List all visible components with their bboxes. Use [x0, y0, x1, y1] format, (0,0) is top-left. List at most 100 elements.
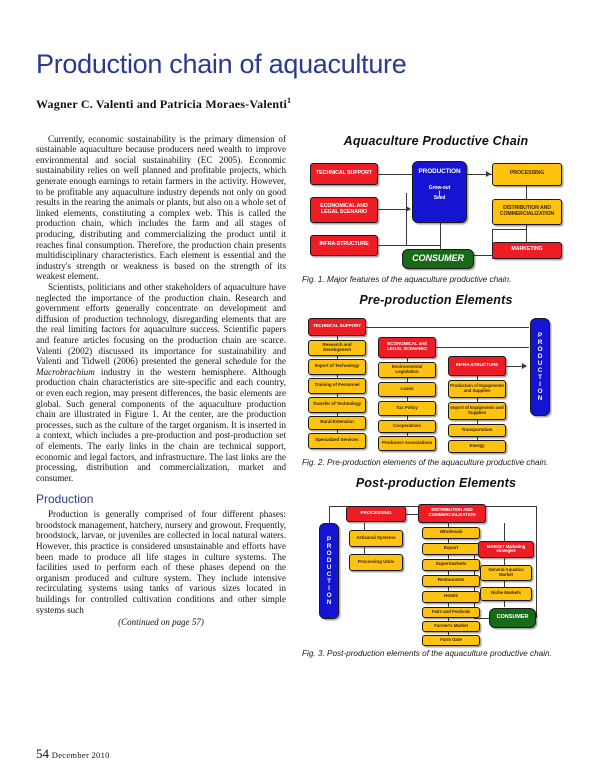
node-infrastructure[interactable]: INFRA-STRUCTURE	[310, 234, 378, 256]
footer-issue-date: December 2010	[51, 750, 110, 760]
arrowhead-col3-production	[522, 362, 527, 369]
node-production-bar-3[interactable]: PRODUCTION	[319, 522, 339, 619]
node-rural-extension[interactable]: Rural Extension	[308, 415, 366, 430]
connector-infra-vertical	[406, 192, 407, 246]
connector-processing-distribution	[526, 185, 527, 199]
text-column: Currently, economic sustainability is th…	[36, 134, 286, 667]
node-consumer-3[interactable]: CONSUMER	[489, 607, 536, 628]
node-fairs-festivals[interactable]: Fairs and Festivals	[422, 606, 480, 618]
node-marketing[interactable]: MARKETING	[492, 241, 562, 259]
node-production-bar[interactable]: PRODUCTION	[530, 317, 550, 416]
node-distribution-header[interactable]: DISTRIBUTION AND COMMERCIALIZATION	[418, 503, 486, 523]
paragraph-3: Production is generally comprised of fou…	[36, 509, 286, 615]
node-farm-gate[interactable]: Farm Gate	[422, 634, 480, 646]
node-general-aquatics-market[interactable]: General Aquatics Market	[480, 564, 532, 581]
connector-distribution-marketing	[526, 224, 527, 242]
arrowhead-production-processing	[486, 170, 491, 177]
node-production-sub-growout: Grow-out	[428, 185, 451, 192]
node-niche-markets[interactable]: Niche Markets	[480, 586, 532, 601]
node-training-personnel[interactable]: Training of Personnel	[308, 377, 366, 394]
figure-2-caption: Fig. 2. Pre-production elements of the a…	[302, 457, 549, 467]
figure-3-title: Post-production Elements	[355, 475, 517, 490]
connector-econ-production	[378, 208, 406, 210]
node-environmental-legislation[interactable]: Environmental Legislation	[378, 361, 436, 378]
footer-page-number: 54	[36, 746, 49, 761]
author-byline: Wagner C. Valenti and Patricia Moraes-Va…	[36, 96, 570, 112]
node-import-technology[interactable]: Import of Technology	[308, 358, 366, 375]
node-processing[interactable]: PROCESSING	[492, 162, 562, 186]
paragraph-2: Scientists, politicians and other stakeh…	[36, 282, 286, 483]
node-producers-associations[interactable]: Producers Associations	[378, 435, 436, 451]
node-production[interactable]: PRODUCTION Grow-out | Seed	[412, 160, 467, 223]
node-artisanal-systems[interactable]: Artisanal Systems	[349, 529, 403, 547]
connector-processing-distribution-3	[406, 513, 422, 515]
connector-tech-production	[378, 173, 412, 175]
connector-production-consumer	[440, 222, 441, 255]
node-production-equipments[interactable]: Production of Equipments and Supplies	[448, 379, 506, 398]
node-energy[interactable]: Energy	[448, 439, 506, 453]
author-names: Wagner C. Valenti and Patricia Moraes-Va…	[36, 96, 287, 111]
figure-2-diagram: PRODUCTION TECHNICAL SUPPORT Research an…	[302, 311, 570, 454]
node-transportation[interactable]: Transportation	[448, 423, 506, 437]
paragraph-1: Currently, economic sustainability is th…	[36, 133, 286, 282]
section-heading-production: Production	[36, 492, 94, 507]
connector-right-bus	[536, 505, 537, 618]
connector-production-processing	[467, 173, 492, 175]
node-economical-legal[interactable]: ECONOMICAL AND LEGAL SCENARIO	[310, 196, 378, 223]
node-export[interactable]: Export	[422, 542, 480, 555]
connector-dist-to-market	[504, 522, 505, 543]
node-production-label: PRODUCTION	[418, 167, 461, 175]
node-production-sub-seed: Seed	[433, 194, 446, 201]
node-research-development[interactable]: Research and Development	[308, 339, 366, 356]
node-wholesale[interactable]: Wholesale	[422, 526, 480, 539]
paragraph-2-part-b: industry in the western hemisphere. Alth…	[36, 366, 286, 483]
node-transfer-technology[interactable]: Transfer of Technology	[308, 396, 366, 413]
paragraph-2-italic-term: Macrobrachium	[36, 366, 95, 377]
node-processing-units[interactable]: Processing Units	[349, 553, 403, 571]
continued-note: (Continued on page 57)	[118, 617, 204, 628]
node-production-bar-3-label: PRODUCTION	[325, 535, 333, 606]
figure-1: Aquaculture Productive Chain	[302, 134, 570, 285]
node-cooperatives[interactable]: Cooperatives	[378, 419, 436, 433]
node-distribution[interactable]: DISTRIBUTION AND COMMERCIALIZATION	[492, 198, 562, 225]
node-production-bar-label: PRODUCTION	[536, 331, 544, 402]
node-technical-support[interactable]: TECHNICAL SUPPORT	[310, 162, 378, 185]
figure-2: Pre-production Elements PRODUCTION	[302, 293, 570, 468]
node-infrastructure-header[interactable]: INFRA-STRUCTURE	[448, 355, 506, 376]
author-footnote-marker: 1	[287, 95, 292, 105]
body-columns: Currently, economic sustainability is th…	[36, 134, 570, 667]
connector-infra-to-consumer	[406, 244, 440, 246]
connector-infra-line	[378, 244, 406, 246]
connector-col1-production	[366, 326, 529, 328]
node-farmers-market[interactable]: Farmer's Market	[422, 620, 480, 632]
node-tax-policy[interactable]: Tax Policy	[378, 400, 436, 416]
page-title: Production chain of aquaculture	[36, 49, 407, 79]
connector-col2-production	[436, 346, 529, 348]
node-restaurants[interactable]: Restaurants	[422, 574, 480, 587]
node-economical-legal-header[interactable]: ECONOMICAL and LEGAL SCENARIO	[378, 336, 436, 358]
figure-3-caption: Fig. 3. Post-production elements of the …	[302, 648, 552, 658]
node-processing-header[interactable]: PROCESSING	[346, 505, 406, 522]
node-market-header[interactable]: MARKET Marketing strategies	[478, 540, 534, 558]
chain-line-market	[504, 556, 505, 607]
node-technical-support-header[interactable]: TECHNICAL SUPPORT	[308, 317, 366, 336]
figure-1-title: Aquaculture Productive Chain	[343, 133, 529, 148]
node-supermarkets[interactable]: Supermarkets	[422, 558, 480, 571]
paragraph-2-part-a: Scientists, politicians and other stakeh…	[36, 282, 286, 367]
connector-consumer-to-dist	[492, 228, 526, 230]
figure-1-diagram: TECHNICAL SUPPORT ECONOMICAL AND LEGAL S…	[302, 152, 570, 271]
figure-2-title: Pre-production Elements	[359, 292, 513, 307]
node-hotels[interactable]: Hotels	[422, 590, 480, 603]
figure-1-caption: Fig. 1. Major features of the aquacultur…	[302, 274, 512, 284]
connector-col3-production	[506, 365, 524, 367]
node-specialized-services[interactable]: Specialized Services	[308, 432, 366, 449]
node-consumer[interactable]: CONSUMER	[402, 248, 474, 269]
arrowhead-econ-production	[406, 205, 411, 212]
figure-3: Post-production Elements	[302, 476, 570, 659]
page-footer: 54 December 2010	[36, 746, 110, 762]
connector-consumer-left	[474, 254, 492, 256]
node-loans[interactable]: Loans	[378, 381, 436, 397]
figure-3-diagram: PRODUCTION PROCESSING Artisanal Systems …	[302, 494, 570, 646]
node-import-equipments[interactable]: Import of Equipments and Supplies	[448, 401, 506, 420]
